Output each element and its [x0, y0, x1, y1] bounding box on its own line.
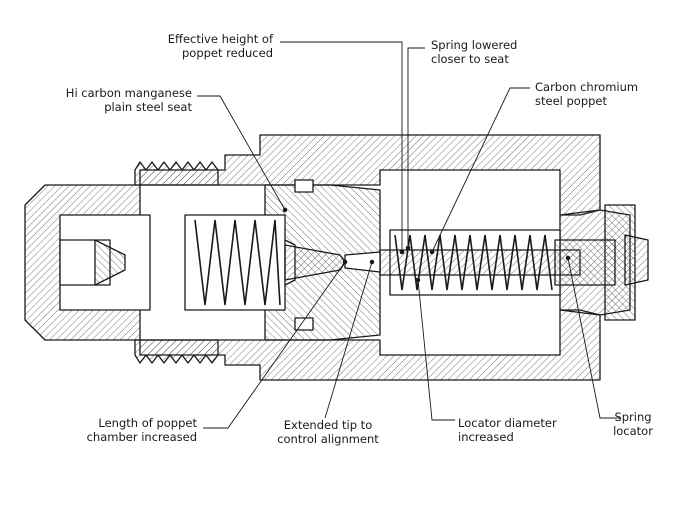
label-line: increased	[458, 430, 514, 444]
inlet-taper	[94, 239, 126, 286]
label-carbon-chromium: Carbon chromium steel poppet	[535, 80, 638, 108]
label-line: Locator diameter	[458, 416, 557, 430]
label-line: Carbon chromium	[535, 80, 639, 94]
leader-length-chamber	[203, 261, 346, 429]
label-line: Spring	[614, 410, 652, 424]
leader-hi-carbon	[197, 95, 286, 211]
leader-spring-lowered	[407, 47, 425, 248]
label-line: Extended tip to	[283, 418, 373, 432]
label-hi-carbon: Hi carbon manganese plain steel seat	[55, 86, 192, 114]
label-length-chamber: Length of poppet chamber increased	[75, 416, 197, 444]
label-line: plain steel seat	[104, 100, 192, 114]
extended-tip	[344, 251, 381, 273]
valve-body	[24, 134, 649, 381]
label-spring-lowered: Spring lowered closer to seat	[431, 38, 517, 66]
label-extended-tip: Extended tip to control alignment	[268, 418, 388, 446]
leader-lines	[197, 41, 620, 429]
right-spring	[394, 234, 553, 291]
leader-spring-locator	[567, 257, 620, 419]
label-line: poppet reduced	[181, 46, 273, 60]
leader-locator-diameter	[417, 279, 455, 421]
label-line: closer to seat	[431, 52, 509, 66]
label-line: Hi carbon manganese	[65, 86, 192, 100]
label-spring-locator: Spring locator	[598, 410, 668, 438]
label-line: control alignment	[277, 432, 379, 446]
locator-stem	[554, 239, 616, 286]
label-locator-diameter: Locator diameter increased	[458, 416, 557, 444]
leader-effective-height	[280, 41, 403, 252]
label-effective-height: Effective height of poppet reduced	[145, 32, 273, 60]
label-line: Length of poppet	[98, 416, 197, 430]
leader-carbon-chromium	[431, 87, 530, 253]
label-line: chamber increased	[86, 430, 197, 444]
outlet-tip	[624, 234, 649, 286]
left-spring	[194, 219, 281, 306]
seat-ring-top	[294, 179, 314, 193]
label-line: locator	[613, 424, 653, 438]
housing-lower	[139, 309, 601, 381]
label-line: Spring lowered	[431, 38, 518, 52]
leader-extended-tip	[324, 261, 373, 419]
poppet-chamber	[184, 214, 286, 311]
label-line: steel poppet	[535, 94, 608, 108]
label-line: Effective height of	[167, 32, 273, 46]
